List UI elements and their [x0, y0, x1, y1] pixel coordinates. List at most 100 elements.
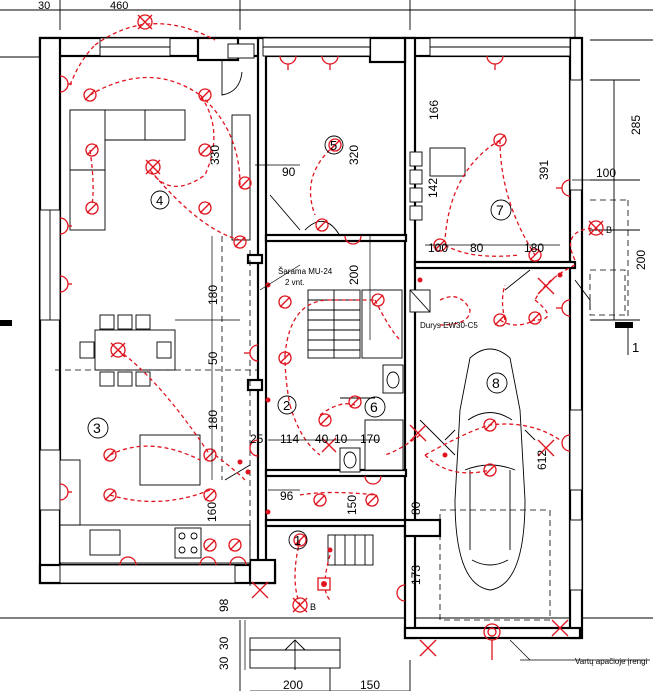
socket — [561, 434, 571, 452]
section-marker-left — [0, 320, 12, 326]
pendant-light — [588, 220, 604, 236]
room-numbers: 1 2 3 4 5 6 7 8 — [87, 135, 512, 550]
section-marker-label: 1 — [632, 340, 639, 355]
light-fixture — [278, 351, 292, 365]
ceiling-lights — [83, 88, 542, 552]
dim-320: 320 — [347, 145, 361, 165]
light-fixture — [348, 395, 362, 409]
socket — [321, 55, 339, 70]
switch-x — [409, 424, 427, 442]
svg-text:2: 2 — [283, 398, 290, 413]
switch-x — [537, 439, 555, 457]
dim-30b: 30 — [217, 636, 231, 650]
svg-text:7: 7 — [496, 202, 504, 218]
socket — [344, 235, 362, 245]
socket — [249, 439, 259, 457]
dim-98: 98 — [217, 598, 231, 612]
dim-80b: 80 — [409, 501, 423, 515]
dim-460: 460 — [110, 0, 128, 12]
socket — [59, 275, 72, 293]
dining-table — [79, 314, 176, 387]
distribution-box — [317, 577, 331, 591]
dim-150a: 150 — [345, 495, 359, 515]
wall-switches — [237, 272, 563, 553]
light-fixture — [371, 293, 385, 307]
socket — [59, 217, 72, 235]
light-fixture — [203, 488, 217, 502]
dim-170: 170 — [360, 432, 380, 446]
light-fixture — [278, 295, 292, 309]
dim-200c: 200 — [283, 678, 303, 691]
socket — [59, 483, 72, 501]
light-fixture — [203, 448, 217, 462]
dimension-labels: 30 460 330 320 166 285 391 142 90 100 10… — [38, 0, 648, 691]
pendant-light — [145, 159, 161, 175]
dim-100b: 100 — [428, 241, 448, 255]
light-fixture — [365, 493, 379, 507]
dim-114: 114 — [280, 432, 299, 446]
socket — [59, 75, 72, 93]
dimension-lines — [175, 164, 610, 691]
socket — [486, 55, 504, 70]
room-6: 6 — [364, 396, 386, 418]
section-marker — [615, 322, 633, 328]
svg-text:1: 1 — [294, 533, 301, 548]
room-1: 1 — [288, 530, 308, 550]
socket — [119, 556, 137, 566]
socket — [279, 55, 297, 70]
light-fixture — [198, 88, 212, 102]
dim-80a: 80 — [470, 241, 484, 255]
switch-x — [537, 277, 555, 295]
sofa — [69, 109, 186, 231]
stairs-count-label: 2 vnt. — [285, 278, 305, 287]
dim-285: 285 — [629, 115, 643, 135]
garage-gate-outline — [439, 509, 551, 621]
dim-100a: 100 — [596, 166, 616, 180]
room-7: 7 — [490, 199, 512, 221]
door-label: Durys EW30-C5 — [420, 321, 478, 330]
light-fixture — [198, 143, 212, 157]
room-8: 8 — [486, 372, 508, 394]
light-fixture — [493, 313, 507, 327]
dim-173: 173 — [409, 565, 423, 585]
pendant-b-label-1: B — [606, 225, 612, 235]
light-fixture — [203, 538, 217, 552]
dim-160: 160 — [205, 502, 219, 522]
pendant-light — [110, 342, 126, 358]
dim-180b: 180 — [206, 285, 220, 305]
light-fixture — [85, 143, 99, 157]
room-5: 5 — [324, 135, 344, 155]
light-fixture — [493, 133, 507, 147]
light-fixture — [328, 138, 342, 152]
stairs-label: Šarama MU-24 — [278, 267, 333, 276]
svg-text:8: 8 — [492, 375, 500, 391]
entrance-steps — [249, 637, 341, 670]
dim-96: 96 — [280, 489, 294, 503]
svg-text:6: 6 — [370, 399, 378, 415]
svg-text:4: 4 — [156, 193, 163, 208]
light-fixture — [198, 201, 212, 215]
pendant-light — [292, 597, 308, 613]
light-fixture — [228, 538, 242, 552]
gate-label: Vartų apačioje įrengi — [575, 657, 648, 666]
socket — [364, 475, 382, 485]
light-fixture — [83, 88, 97, 102]
socket — [199, 556, 217, 566]
light-fixture — [85, 201, 99, 215]
socket — [396, 584, 406, 602]
socket — [229, 556, 247, 566]
light-fixture — [103, 488, 117, 502]
dim-50: 50 — [206, 351, 220, 365]
pendant-b-label-2: B — [310, 602, 316, 612]
dim-40: 40 — [315, 432, 329, 446]
bathroom-fixtures — [327, 364, 404, 566]
dim-10: 10 — [334, 432, 348, 446]
socket — [556, 179, 571, 197]
dashed-lines — [55, 199, 629, 590]
kitchen — [59, 434, 251, 564]
dim-25: 25 — [250, 432, 264, 446]
light-fixture — [528, 311, 542, 325]
light-fixture — [318, 413, 332, 427]
socket — [556, 299, 571, 317]
